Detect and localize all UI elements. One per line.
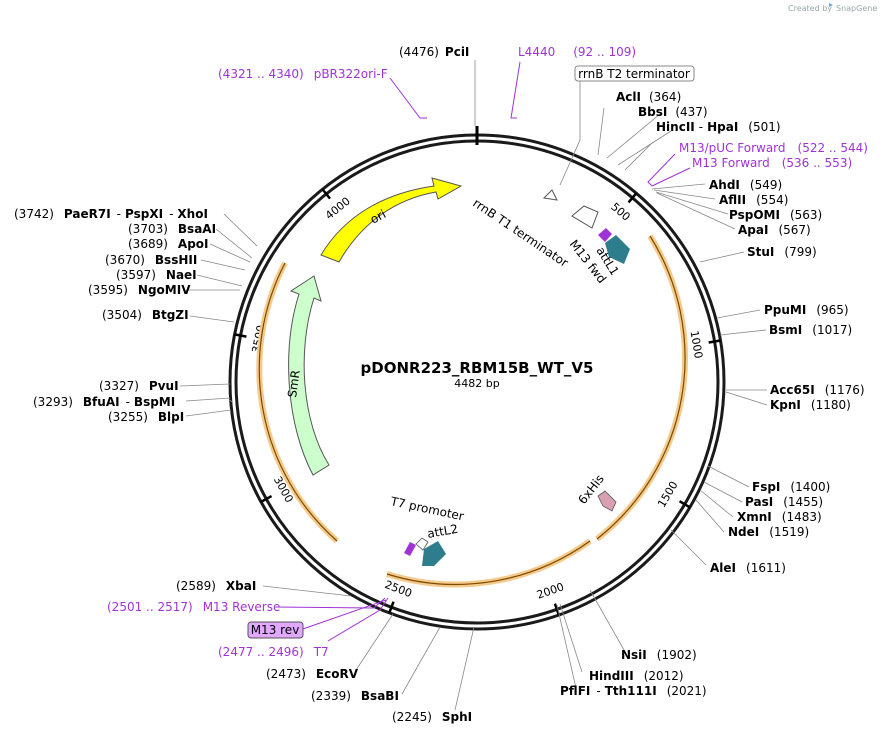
site-xmni[interactable]: XmnI(1483) xyxy=(737,510,822,524)
site-pcii[interactable]: (4476)PciI xyxy=(399,45,469,59)
site-bsaai[interactable]: (3703)BsaAI xyxy=(128,222,216,236)
site-pflfi-tth111i[interactable]: PflFI-Tth111I(2021) xyxy=(560,684,707,698)
plasmid-length: 4482 bp xyxy=(454,377,499,390)
site-ppumi[interactable]: PpuMI(965) xyxy=(764,303,849,317)
site-ndei[interactable]: NdeI(1519) xyxy=(728,525,809,539)
snapgene-credit: SnapGene xyxy=(836,4,877,13)
m13fwd-marker xyxy=(598,228,612,242)
m13rev-box xyxy=(247,621,304,639)
tick-label-1000: 1000 xyxy=(688,330,706,360)
orf-arc-bottom xyxy=(386,538,592,588)
site-bbsi[interactable]: BbsI(437) xyxy=(638,105,708,119)
site-kpni[interactable]: KpnI(1180) xyxy=(770,398,851,412)
site-acli[interactable]: AclI(364) xyxy=(616,90,681,104)
ori-feature-arrow[interactable] xyxy=(320,177,463,263)
plasmid-name: pDONR223_RBM15B_WT_V5 xyxy=(361,359,594,377)
t7-marker xyxy=(404,542,416,556)
site-aflii[interactable]: AflII(554) xyxy=(719,193,788,207)
attl1-arrow[interactable] xyxy=(605,235,630,264)
tick-mark-4000 xyxy=(321,188,331,200)
site-sphi[interactable]: (2245)SphI xyxy=(392,710,472,724)
rrnb-t2-box xyxy=(574,65,695,82)
site-ahdi[interactable]: AhdI(549) xyxy=(709,178,782,192)
site-bsshii[interactable]: (3670)BssHII xyxy=(105,253,197,267)
attl2-label: attL2 xyxy=(426,522,459,541)
t7-small-arrow xyxy=(415,537,429,551)
site-ecorv[interactable]: (2473)EcoRV xyxy=(266,667,359,681)
site-alei[interactable]: AleI(1611) xyxy=(710,561,786,575)
tick-mark-2000 xyxy=(553,603,561,616)
attl2-arrow[interactable] xyxy=(422,541,446,566)
site-bsmi[interactable]: BsmI(1017) xyxy=(769,323,852,337)
tick-mark-500 xyxy=(627,192,638,204)
site-pspomi[interactable]: PspOMI(563) xyxy=(729,208,822,222)
site-apai[interactable]: ApaI(567) xyxy=(738,223,811,237)
t7-promoter-label: T7 promoter xyxy=(388,494,465,523)
site-blpi[interactable]: (3255)BlpI xyxy=(108,410,184,424)
tick-mark-3500 xyxy=(234,333,247,338)
site-btgzi[interactable]: (3504)BtgZI xyxy=(102,308,189,322)
site-apoi[interactable]: (3689)ApoI xyxy=(128,237,209,251)
rrnb-t1-label: rrnB T1 terminator xyxy=(470,196,570,270)
tick-mark-3000 xyxy=(260,494,273,503)
primer-pbr322ori-f[interactable]: (4321 .. 4340)pBR322ori-F xyxy=(218,67,388,81)
site-hindiii[interactable]: HindIII(2012) xyxy=(589,669,684,683)
site-stui[interactable]: StuI(799) xyxy=(747,245,817,259)
primer-m13-reverse[interactable]: (2501 .. 2517)M13 Reverse xyxy=(107,600,280,614)
primer-l4440[interactable]: L4440(92 .. 109) xyxy=(518,45,636,59)
rrnb-t2-label: rrnB T2 terminator xyxy=(578,67,690,81)
orf-arc-right-line xyxy=(596,235,686,540)
rrnb-t1-small-arrow xyxy=(542,189,558,201)
tick-label-1500: 1500 xyxy=(655,479,680,510)
created-by-credit: Created by xyxy=(788,4,832,13)
site-hincii-hpai[interactable]: HincII-HpaI(501) xyxy=(656,120,781,134)
site-nsii[interactable]: NsiI(1902) xyxy=(621,648,697,662)
site-paer7i-pspxi-xhoi[interactable]: (3742)PaeR7I-PspXI-XhoI xyxy=(14,207,208,221)
tick-label-4000: 4000 xyxy=(323,195,353,223)
m13rev-box-label: M13 rev xyxy=(251,623,300,637)
connector-lines xyxy=(179,60,768,711)
site-pasi[interactable]: PasI(1455) xyxy=(745,495,823,509)
site-fspi[interactable]: FspI(1400) xyxy=(752,480,830,494)
smr-label: SmR xyxy=(285,369,303,398)
tick-mark-1500 xyxy=(678,500,691,509)
primer-lines xyxy=(274,61,691,642)
tick-mark-2500 xyxy=(388,601,395,614)
site-ngomiv[interactable]: (3595)NgoMIV xyxy=(88,283,191,297)
tick-mark-1000 xyxy=(708,339,721,344)
orf-arc-left-line xyxy=(258,262,338,542)
tick-label-2000: 2000 xyxy=(535,580,566,602)
his6-arrow[interactable] xyxy=(597,490,617,512)
site-bsabi[interactable]: (2339)BsaBI xyxy=(311,689,399,703)
site-bfuai-bspmi[interactable]: (3293)BfuAI-BspMI xyxy=(33,395,175,409)
primer-m13-forward[interactable]: M13 Forward(536 .. 553) xyxy=(692,156,852,170)
rrnb-t1-arrow xyxy=(571,205,599,229)
primer-t7[interactable]: (2477 .. 2496)T7 xyxy=(218,645,329,659)
ori-label: ori xyxy=(368,207,388,227)
tick-label-500: 500 xyxy=(608,200,632,223)
smr-feature-arrow[interactable] xyxy=(288,275,330,476)
primer-m13-puc-forward[interactable]: M13/pUC Forward(522 .. 544) xyxy=(679,141,868,155)
site-naei[interactable]: (3597)NaeI xyxy=(116,268,197,282)
snapgene-logo-icon xyxy=(829,3,833,7)
orf-arc-bottom-line xyxy=(386,540,591,585)
site-pvui[interactable]: (3327)PvuI xyxy=(99,379,179,393)
site-acc65i[interactable]: Acc65I(1176) xyxy=(770,383,865,397)
m13rev-connector xyxy=(299,599,387,631)
site-xbai[interactable]: (2589)XbaI xyxy=(176,579,256,593)
rrnb-t2-connector xyxy=(559,80,581,186)
